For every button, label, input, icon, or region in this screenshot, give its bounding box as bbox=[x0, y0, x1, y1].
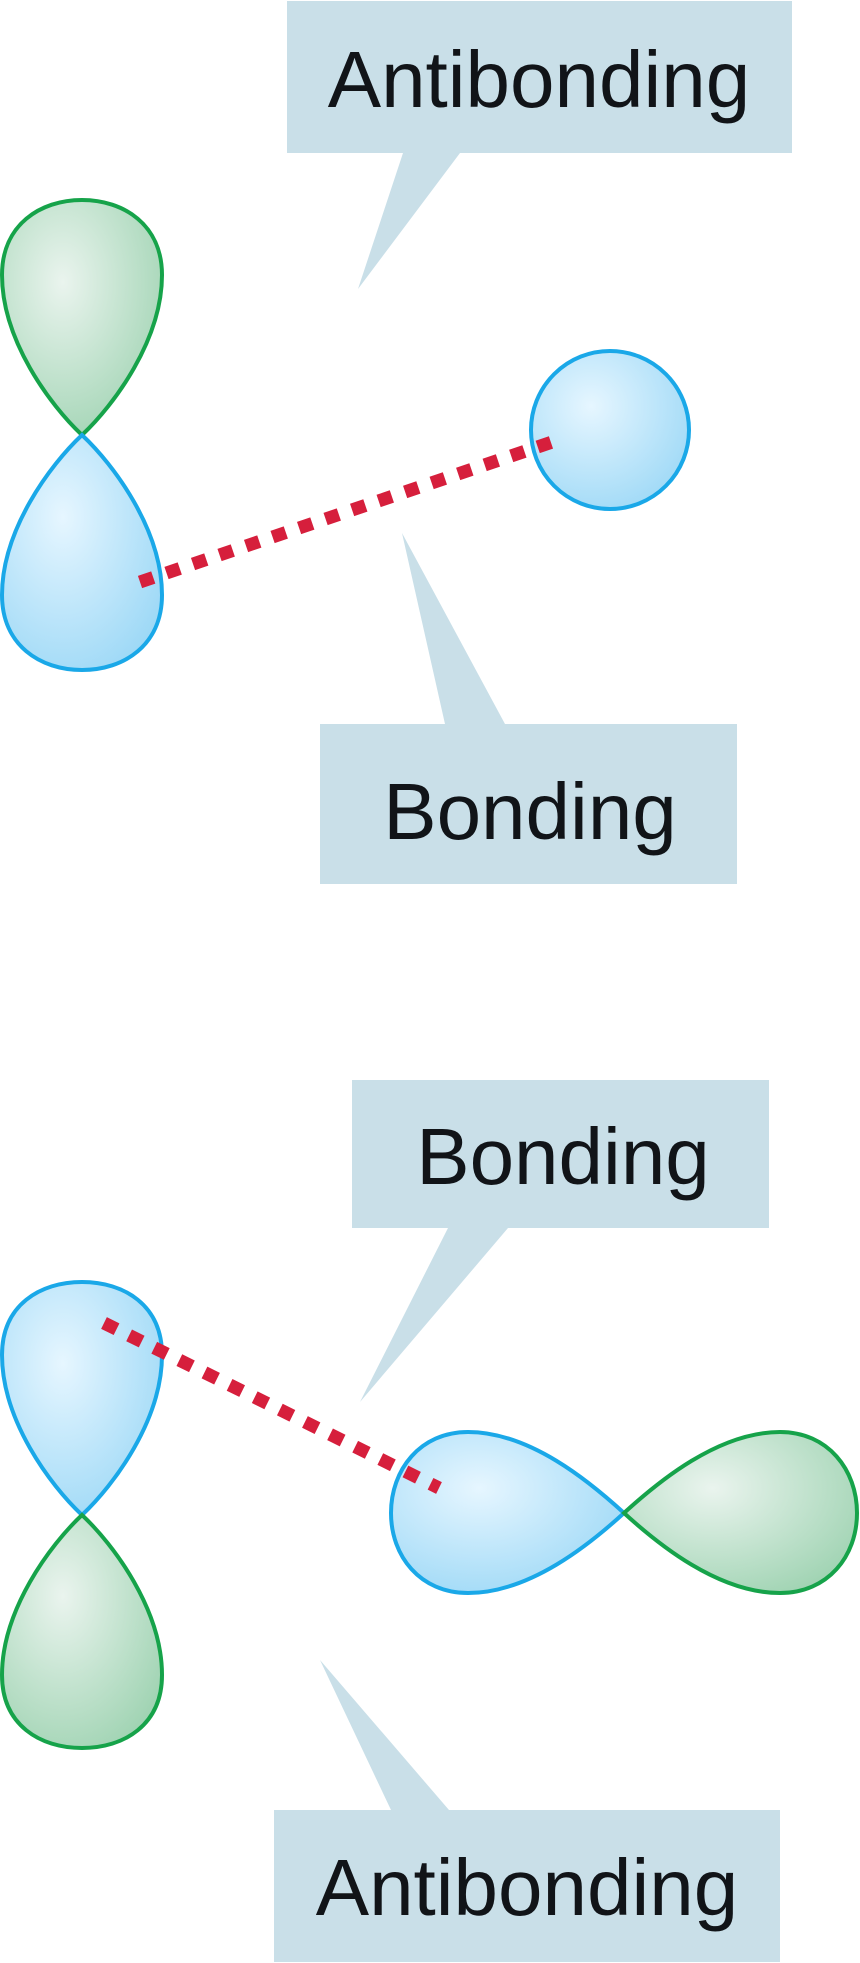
antibonding-callout: Antibonding bbox=[287, 1, 792, 289]
p-orbital-upper-lobe bbox=[0, 197, 165, 438]
callout-label: Antibonding bbox=[328, 35, 751, 124]
panel-2: Bonding Antibonding bbox=[0, 1080, 860, 1962]
callout-box bbox=[320, 533, 737, 884]
callout-box bbox=[274, 1660, 780, 1962]
p-orbital-lower-lobe bbox=[0, 432, 165, 673]
callout-box bbox=[352, 1080, 769, 1402]
p-orbital-horizontal bbox=[388, 1429, 860, 1596]
bonding-callout: Bonding bbox=[320, 533, 737, 884]
callout-box bbox=[287, 1, 792, 289]
bonding-callout: Bonding bbox=[352, 1080, 769, 1402]
callout-label: Bonding bbox=[416, 1112, 710, 1201]
panel-1: Antibonding Bonding bbox=[0, 1, 792, 884]
callout-label: Antibonding bbox=[316, 1843, 739, 1932]
s-orbital bbox=[529, 349, 691, 511]
p-orbital-upper-lobe bbox=[0, 1279, 165, 1518]
callout-label: Bonding bbox=[383, 767, 677, 856]
antibonding-callout: Antibonding bbox=[274, 1660, 780, 1962]
overlap-dashed-line bbox=[137, 431, 567, 589]
p-orbital bbox=[0, 197, 165, 673]
p-orbital-vertical bbox=[0, 1279, 165, 1751]
p-orbital-lower-lobe bbox=[0, 1512, 165, 1751]
p-orbital-right-lobe bbox=[621, 1429, 860, 1596]
p-orbital-left-lobe bbox=[388, 1429, 627, 1596]
overlap-dashed-line bbox=[101, 1317, 442, 1494]
